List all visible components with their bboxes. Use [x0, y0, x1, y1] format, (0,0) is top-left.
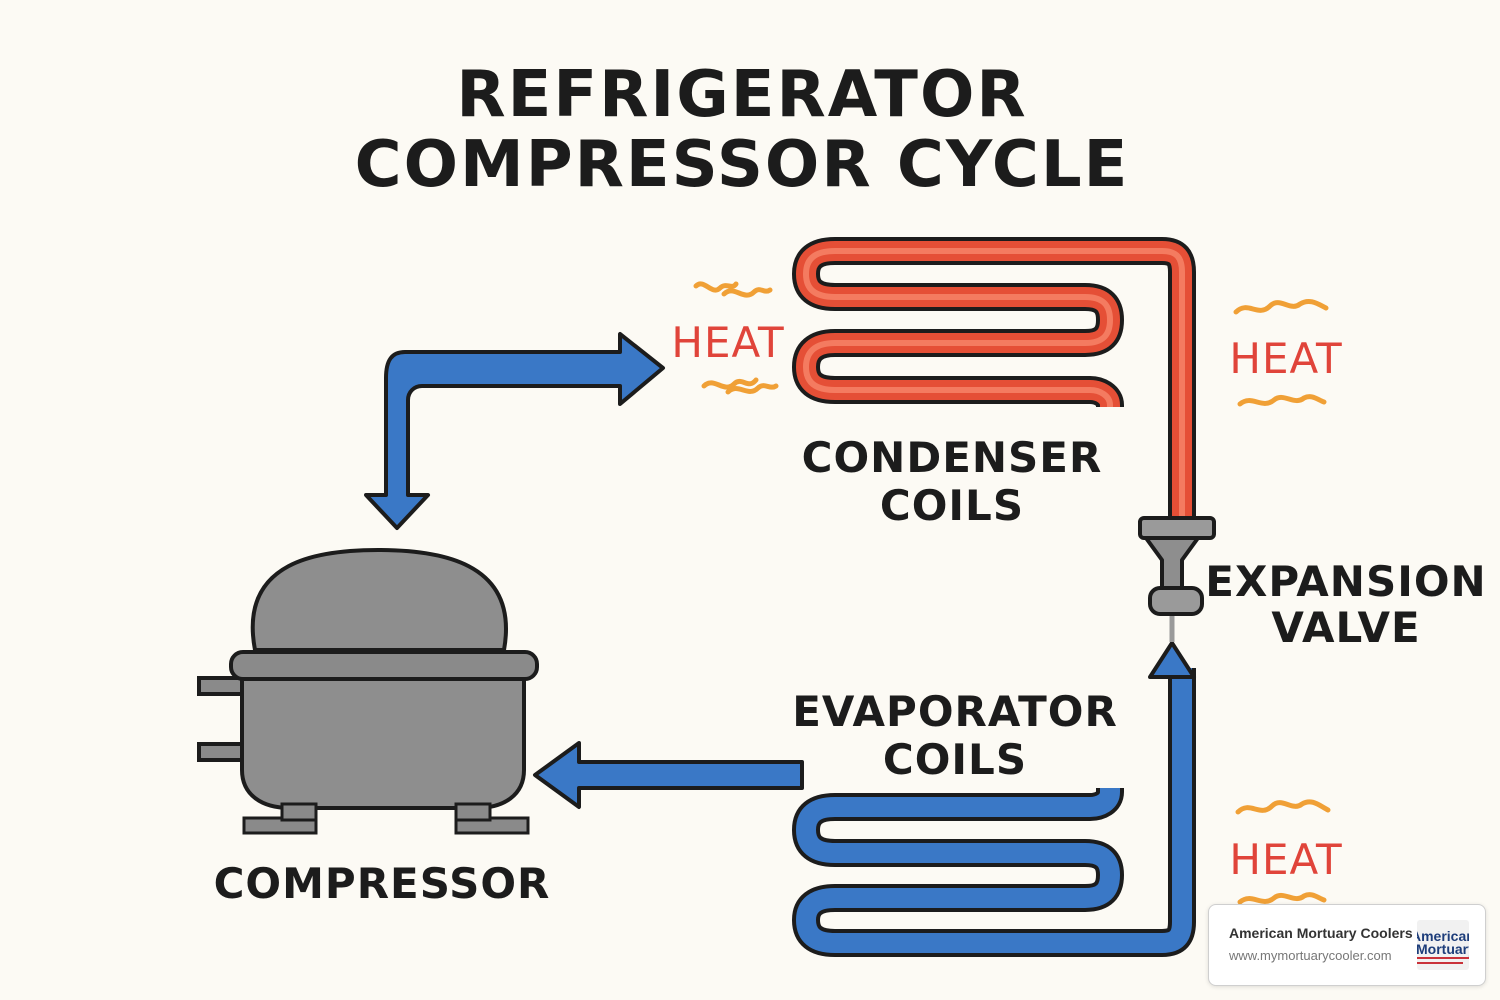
compressor [197, 547, 539, 835]
expansion-valve [1138, 516, 1216, 616]
title-line-1: REFRIGERATOR [456, 58, 1027, 132]
source-card[interactable]: American Mortuary Coolers www.mymortuary… [1208, 904, 1486, 986]
expansion-valve-label-line1: EXPANSION [1205, 557, 1486, 606]
evaporator-label-line2: COILS [883, 735, 1027, 784]
evaporator-label-line1: EVAPORATOR [792, 687, 1118, 736]
expansion-valve-label-line2: VALVE [1271, 603, 1420, 652]
heat-label-condenser: HEAT [671, 318, 784, 367]
evaporator-coils [792, 668, 1196, 957]
source-name: American Mortuary Coolers [1229, 925, 1413, 941]
condenser-label-line2: COILS [880, 481, 1024, 530]
arrow-compressor-to-condenser [364, 332, 665, 530]
arrow-to-expansion-valve [1148, 641, 1196, 679]
arrow-evaporator-to-compressor [533, 741, 804, 809]
condenser-label-line1: CONDENSER [802, 433, 1103, 482]
compressor-label: COMPRESSOR [214, 859, 551, 908]
heat-label-right-top: HEAT [1229, 334, 1342, 383]
heat-label-right-bottom: HEAT [1229, 835, 1342, 884]
heat-waves [693, 281, 1331, 905]
condenser-coils [792, 237, 1196, 522]
title-line-2: COMPRESSOR CYCLE [355, 128, 1130, 202]
source-logo: American Mortuary [1417, 920, 1469, 970]
source-url: www.mymortuarycooler.com [1229, 948, 1392, 963]
